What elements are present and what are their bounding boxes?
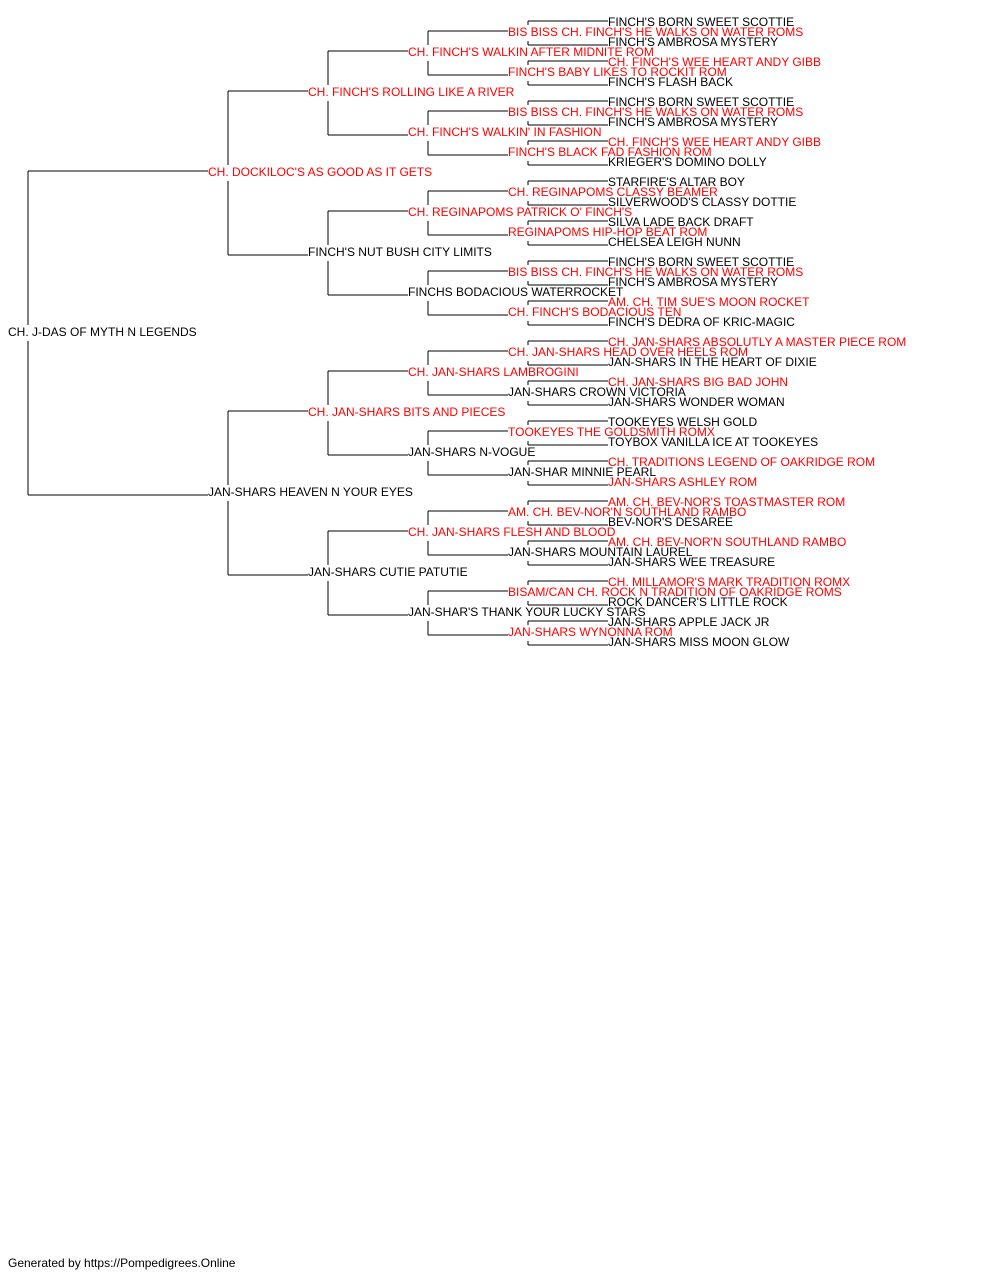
dog-name-gen4: BIS BISS CH. FINCH'S HE WALKS ON WATER R… <box>508 25 803 39</box>
dog-name-gen5: SILVA LADE BACK DRAFT <box>608 215 754 229</box>
dog-name-gen5: FINCH'S AMBROSA MYSTERY <box>608 115 778 129</box>
dog-name-gen5: JAN-SHARS WEE TREASURE <box>608 555 775 569</box>
dog-name-gen4: BIS BISS CH. FINCH'S HE WALKS ON WATER R… <box>508 265 803 279</box>
dog-name-gen5: JAN-SHARS MISS MOON GLOW <box>608 635 790 649</box>
dog-name-gen5: CH. FINCH'S WEE HEART ANDY GIBB <box>608 55 821 69</box>
dog-name-gen4: JAN-SHARS MOUNTAIN LAUREL <box>508 545 693 559</box>
dog-name-gen5: TOOKEYES WELSH GOLD <box>608 415 757 429</box>
dog-name-gen5: AM. CH. TIM SUE'S MOON ROCKET <box>608 295 810 309</box>
dog-name-gen5: FINCH'S BORN SWEET SCOTTIE <box>608 95 794 109</box>
dog-name-gen3: JAN-SHAR'S THANK YOUR LUCKY STARS <box>408 605 645 619</box>
dog-name-gen4: BIS BISS CH. FINCH'S HE WALKS ON WATER R… <box>508 105 803 119</box>
dog-name-gen3: CH. FINCH'S WALKIN AFTER MIDNITE ROM <box>408 45 654 59</box>
dog-name-gen5: BEV-NOR'S DESAREE <box>608 515 733 529</box>
dog-name-gen1: CH. DOCKILOC'S AS GOOD AS IT GETS <box>208 165 432 179</box>
dog-name-gen3: CH. REGINAPOMS PATRICK O' FINCH'S <box>408 205 632 219</box>
dog-name-gen5: JAN-SHARS ASHLEY ROM <box>608 475 757 489</box>
dog-name-gen5: FINCH'S FLASH BACK <box>608 75 733 89</box>
dog-name-gen5: CH. TRADITIONS LEGEND OF OAKRIDGE ROM <box>608 455 875 469</box>
dog-name-gen2: CH. JAN-SHARS BITS AND PIECES <box>308 405 505 419</box>
dog-name-gen5: KRIEGER'S DOMINO DOLLY <box>608 155 767 169</box>
dog-name-gen4: CH. FINCH'S BODACIOUS TEN <box>508 305 681 319</box>
dog-name-gen4: FINCH'S BLACK FAD FASHION ROM <box>508 145 712 159</box>
dog-name-gen4: TOOKEYES THE GOLDSMITH ROMX <box>508 425 715 439</box>
dog-name-gen2: FINCH'S NUT BUSH CITY LIMITS <box>308 245 492 259</box>
dog-name-gen4: CH. REGINAPOMS CLASSY BEAMER <box>508 185 718 199</box>
dog-name-gen3: CH. JAN-SHARS FLESH AND BLOOD <box>408 525 616 539</box>
dog-name-gen3: JAN-SHARS N-VOGUE <box>408 445 535 459</box>
dog-name-gen5: FINCH'S DEDRA OF KRIC-MAGIC <box>608 315 795 329</box>
dog-name-gen4: JAN-SHAR MINNIE PEARL <box>508 465 656 479</box>
dog-name-gen5: CH. JAN-SHARS BIG BAD JOHN <box>608 375 788 389</box>
dog-name-gen5: CHELSEA LEIGH NUNN <box>608 235 741 249</box>
dog-name-gen5: FINCH'S AMBROSA MYSTERY <box>608 275 778 289</box>
dog-name-gen2: CH. FINCH'S ROLLING LIKE A RIVER <box>308 85 515 99</box>
dog-name-gen1: JAN-SHARS HEAVEN N YOUR EYES <box>208 485 413 499</box>
dog-name-gen5: SILVERWOOD'S CLASSY DOTTIE <box>608 195 796 209</box>
dog-name-gen5: AM. CH. BEV-NOR'N SOUTHLAND RAMBO <box>608 535 846 549</box>
dog-name-gen4: JAN-SHARS WYNONNA ROM <box>508 625 673 639</box>
dog-name-gen4: REGINAPOMS HIP-HOP BEAT ROM <box>508 225 707 239</box>
dog-name-gen4: AM. CH. BEV-NOR'N SOUTHLAND RAMBO <box>508 505 746 519</box>
dog-name-gen3: CH. JAN-SHARS LAMBROGINI <box>408 365 579 379</box>
dog-name-gen5: TOYBOX VANILLA ICE AT TOOKEYES <box>608 435 818 449</box>
dog-name-gen5: AM. CH. BEV-NOR'S TOASTMASTER ROM <box>608 495 845 509</box>
dog-name-gen5: JAN-SHARS WONDER WOMAN <box>608 395 785 409</box>
dog-name-gen4: JAN-SHARS CROWN VICTORIA <box>508 385 686 399</box>
dog-name-gen5: CH. FINCH'S WEE HEART ANDY GIBB <box>608 135 821 149</box>
dog-name-gen2: JAN-SHARS CUTIE PATUTIE <box>308 565 468 579</box>
dog-name-gen4: BISAM/CAN CH. ROCK N TRADITION OF OAKRID… <box>508 585 842 599</box>
dog-name-gen4: FINCH'S BABY LIKES TO ROCKIT ROM <box>508 65 727 79</box>
dog-name-gen5: JAN-SHARS IN THE HEART OF DIXIE <box>608 355 817 369</box>
dog-name-gen4: CH. JAN-SHARS HEAD OVER HEELS ROM <box>508 345 748 359</box>
dog-name-gen3: CH. FINCH'S WALKIN' IN FASHION <box>408 125 602 139</box>
dog-name-gen5: CH. MILLAMOR'S MARK TRADITION ROMX <box>608 575 850 589</box>
dog-name-gen5: FINCH'S BORN SWEET SCOTTIE <box>608 15 794 29</box>
dog-name-gen5: FINCH'S BORN SWEET SCOTTIE <box>608 255 794 269</box>
dog-name-gen5: STARFIRE'S ALTAR BOY <box>608 175 745 189</box>
generated-by-footer: Generated by https://Pompedigrees.Online <box>8 1256 236 1270</box>
dog-name-gen5: ROCK DANCER'S LITTLE ROCK <box>608 595 788 609</box>
dog-name-gen5: CH. JAN-SHARS ABSOLUTLY A MASTER PIECE R… <box>608 335 906 349</box>
dog-name-gen3: FINCHS BODACIOUS WATERROCKET <box>408 285 624 299</box>
dog-name-gen5: JAN-SHARS APPLE JACK JR <box>608 615 770 629</box>
dog-name-gen5: FINCH'S AMBROSA MYSTERY <box>608 35 778 49</box>
dog-name-gen0: CH. J-DAS OF MYTH N LEGENDS <box>8 325 197 339</box>
